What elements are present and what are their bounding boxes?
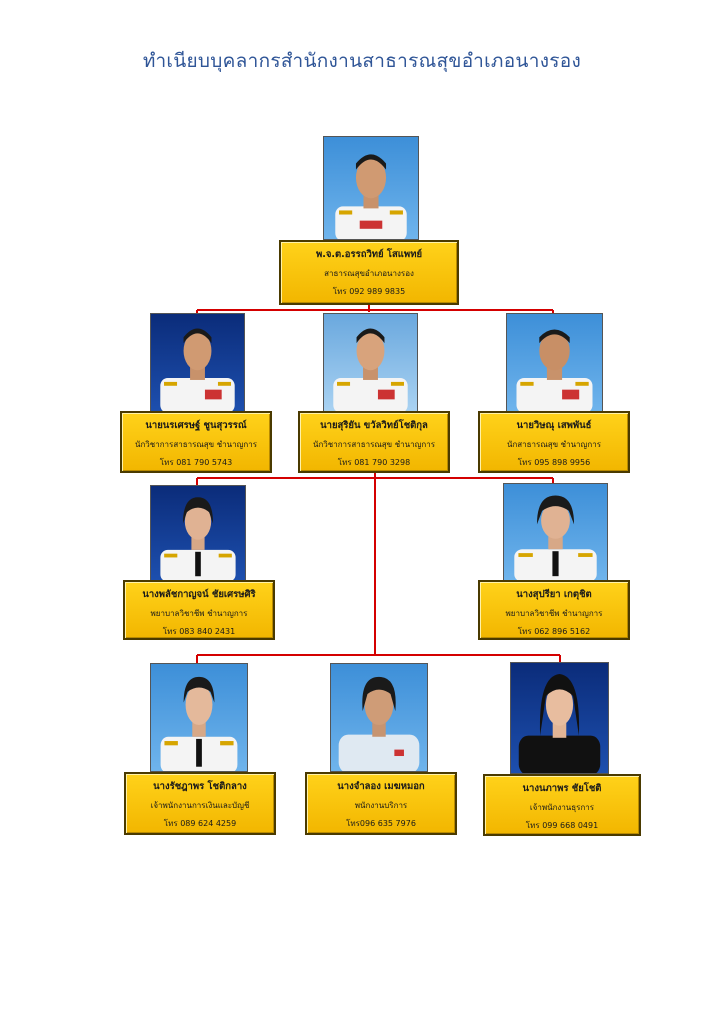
portrait-photo <box>503 483 608 581</box>
person-phone: โทร 062 896 5162 <box>517 627 591 636</box>
person-position: เจ้าพนักงานการเงินและบัญชี <box>150 801 250 810</box>
person-position: พนักงานบริการ <box>354 801 408 810</box>
person-position: นักวิชาการสาธารณสุข ชำนาญการ <box>312 440 436 449</box>
person-name: พ.จ.ต.อรรถวิทย์ โสแพทย์ <box>315 249 423 260</box>
person-name: นางพลัชกาญจน์ ชัยเศรษศิริ <box>142 589 256 600</box>
person-phone: โทร 099 668 0491 <box>525 821 599 830</box>
person-card: นายนรเศรษฐ์ ชูนสุวรรณ์ นักวิชาการสาธารณส… <box>120 411 272 473</box>
person-name: นายนรเศรษฐ์ ชูนสุวรรณ์ <box>145 420 247 431</box>
person-position: สาธารณสุขอำเภอนางรอง <box>324 269 414 278</box>
person-position: พยาบาลวิชาชีพ ชำนาญการ <box>150 609 248 618</box>
portrait-photo <box>150 313 245 412</box>
portrait-photo <box>510 662 609 774</box>
portrait-photo <box>150 663 248 772</box>
person-phone: โทร 081 790 5743 <box>159 458 233 467</box>
person-card: นายสุริยัน ขวัลวิทย์โชติกุล นักวิชาการสา… <box>298 411 450 473</box>
person-name: นายสุริยัน ขวัลวิทย์โชติกุล <box>320 420 428 431</box>
portrait-photo <box>323 313 418 412</box>
person-card: นางรัชฎาพร โชติกลาง เจ้าพนักงานการเงินแล… <box>124 772 276 835</box>
person-phone: โทร096 635 7976 <box>346 819 416 828</box>
person-card: นางจำลอง เมฆหมอก พนักงานบริการ โทร096 63… <box>305 772 457 835</box>
person-phone: โทร 089 624 4259 <box>163 819 237 828</box>
person-phone: โทร 081 790 3298 <box>337 458 411 467</box>
person-position: เจ้าพนักงานธุรการ <box>529 803 595 812</box>
person-position: นักสาธารณสุข ชำนาญการ <box>506 440 601 449</box>
person-position: พยาบาลวิชาชีพ ชำนาญการ <box>505 609 603 618</box>
person-name: นายวิษณุ เสพพันธ์ <box>516 420 592 431</box>
page-title: ทำเนียบบุคลากรสำนักงานสาธารณสุขอำเภอนางร… <box>142 50 582 72</box>
person-phone: โทร 095 898 9956 <box>517 458 591 467</box>
person-card: นางสุปรียา เกตุชิต พยาบาลวิชาชีพ ชำนาญกา… <box>478 580 630 640</box>
portrait-photo <box>323 136 419 240</box>
person-phone: โทร 083 840 2431 <box>162 627 236 636</box>
person-card: นายวิษณุ เสพพันธ์ นักสาธารณสุข ชำนาญการ … <box>478 411 630 473</box>
person-card: นางพลัชกาญจน์ ชัยเศรษศิริ พยาบาลวิชาชีพ … <box>123 580 275 640</box>
person-card: นางนภาพร ชัยโชติ เจ้าพนักงานธุรการ โทร 0… <box>483 774 641 836</box>
portrait-photo <box>150 485 246 581</box>
person-name: นางสุปรียา เกตุชิต <box>516 589 592 600</box>
person-position: นักวิชาการสาธารณสุข ชำนาญการ <box>134 440 258 449</box>
person-name: นางรัชฎาพร โชติกลาง <box>153 781 247 792</box>
person-phone: โทร 092 989 9835 <box>332 287 406 296</box>
person-name: นางนภาพร ชัยโชติ <box>522 783 602 794</box>
person-name: นางจำลอง เมฆหมอก <box>337 781 425 792</box>
person-card: พ.จ.ต.อรรถวิทย์ โสแพทย์ สาธารณสุขอำเภอนา… <box>279 240 459 305</box>
portrait-photo <box>330 663 428 772</box>
portrait-photo <box>506 313 603 412</box>
